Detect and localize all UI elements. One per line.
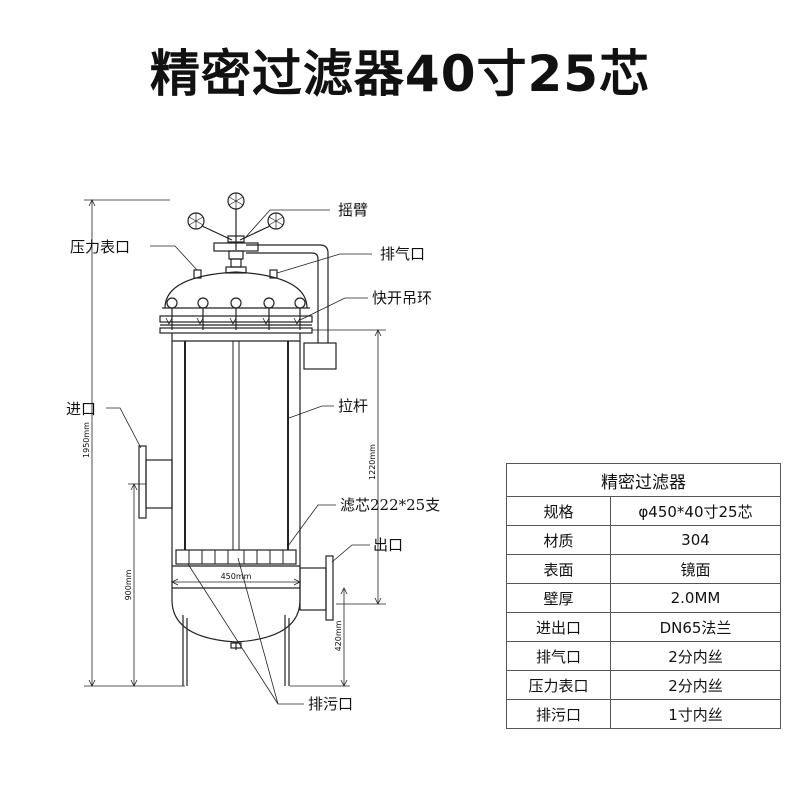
table-row: 材质 304 (506, 525, 781, 555)
page-title: 精密过滤器40寸25芯 (149, 45, 651, 103)
label-pressure-gauge-port: 压力表口 (70, 238, 130, 256)
spec-key: 材质 (506, 525, 611, 555)
spec-key: 排污口 (506, 699, 611, 729)
spec-value: 2.0MM (610, 583, 781, 613)
spec-key: 排气口 (506, 641, 611, 671)
spec-value: 304 (610, 525, 781, 555)
label-tie-rod: 拉杆 (338, 397, 368, 415)
dim-inlet-height: 900mm (124, 569, 133, 600)
dim-total-height: 1950mm (82, 422, 91, 458)
vent-port-boss (269, 269, 278, 279)
outlet-flange (299, 555, 334, 621)
label-inlet: 进口 (66, 400, 96, 418)
spec-table: 精密过滤器 规格 φ450*40寸25芯 材质 304 表面 镜面 壁厚 2.0… (506, 463, 781, 729)
spec-value: 2分内丝 (610, 670, 781, 700)
spec-value: φ450*40寸25芯 (610, 496, 781, 526)
table-row: 壁厚 2.0MM (506, 583, 781, 613)
spec-key: 进出口 (506, 612, 611, 642)
table-row: 规格 φ450*40寸25芯 (506, 496, 781, 526)
table-row: 压力表口 2分内丝 (506, 670, 781, 700)
filter-body (171, 333, 301, 686)
rocker-arm (187, 192, 285, 274)
spec-table-title: 精密过滤器 (506, 463, 781, 497)
spec-table-header-row: 精密过滤器 (506, 463, 781, 497)
dimension-lines (84, 199, 386, 687)
inlet-flange (138, 445, 173, 519)
leader-lines (106, 209, 372, 705)
spec-key: 规格 (506, 496, 611, 526)
table-row: 进出口 DN65法兰 (506, 612, 781, 642)
spec-value: DN65法兰 (610, 612, 781, 642)
table-row: 表面 镜面 (506, 554, 781, 584)
label-vent-port: 排气口 (380, 245, 425, 263)
spec-value: 2分内丝 (610, 641, 781, 671)
dim-diameter: 450mm (221, 572, 252, 581)
spec-value: 镜面 (610, 554, 781, 584)
table-row: 排气口 2分内丝 (506, 641, 781, 671)
label-rocker-arm: 摇臂 (338, 201, 368, 219)
dim-outlet-height: 420mm (334, 620, 343, 651)
table-row: 排污口 1寸内丝 (506, 699, 781, 729)
quick-open-lifting-rings (165, 297, 306, 330)
top-dome (164, 271, 308, 309)
spec-key: 表面 (506, 554, 611, 584)
spec-key: 压力表口 (506, 670, 611, 700)
label-drain-port: 排污口 (308, 695, 353, 713)
label-outlet: 出口 (373, 536, 403, 554)
dim-cartridge-length: 1220mm (368, 444, 377, 480)
label-filter-cartridge: 滤芯222*25支 (340, 496, 440, 514)
vent-pipe (246, 244, 337, 370)
label-quick-open-lifting-ring: 快开吊环 (372, 289, 432, 307)
spec-key: 壁厚 (506, 583, 611, 613)
spec-value: 1寸内丝 (610, 699, 781, 729)
